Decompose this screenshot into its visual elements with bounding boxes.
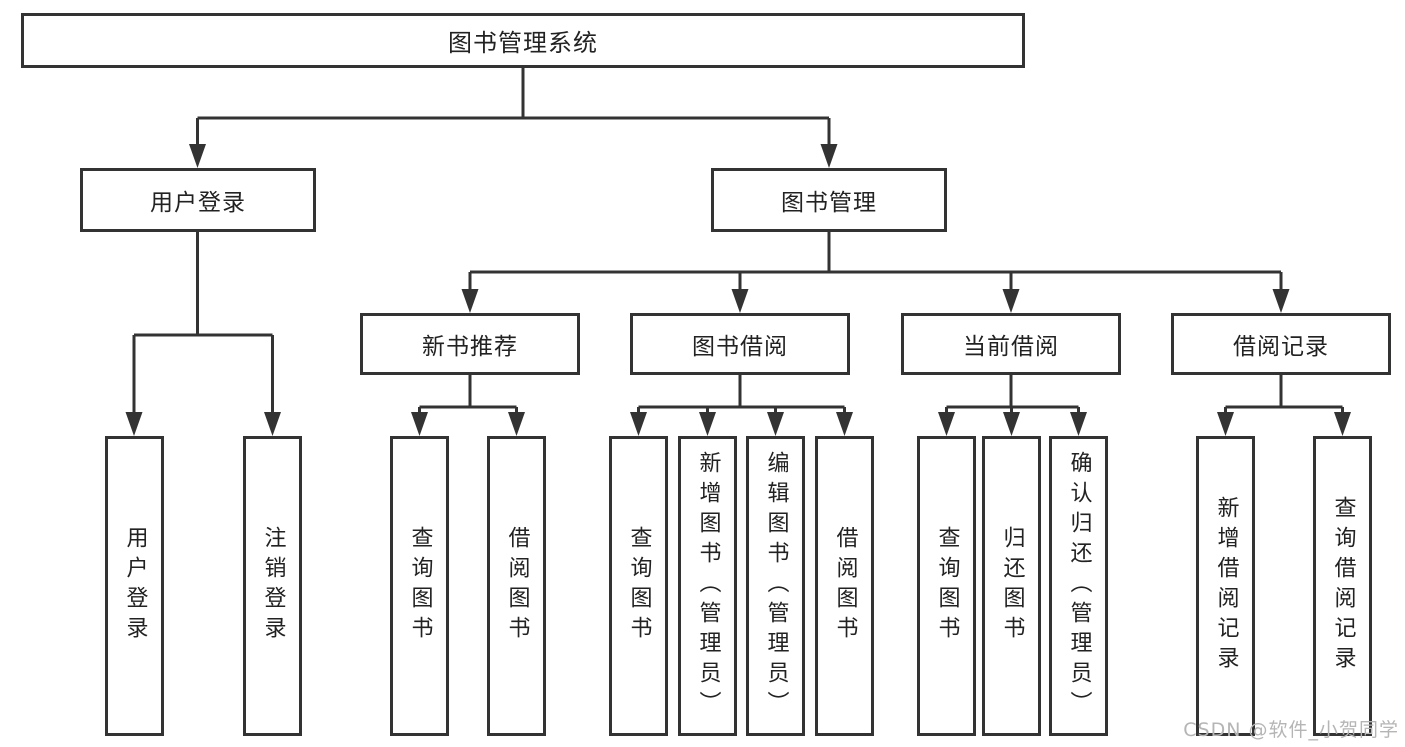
edges-from-book-borrow [637, 375, 846, 418]
edges-from-borrow-records [1224, 375, 1344, 418]
node-borrow-borrow: 借阅图书 [815, 436, 874, 736]
node-current-return: 归还图书 [982, 436, 1041, 736]
node-borrow-edit-admin: 编辑图书（管理员） [746, 436, 805, 736]
node-record-query: 查询借阅记录 [1313, 436, 1372, 736]
node-newbook-borrow: 借阅图书 [487, 436, 546, 736]
edges-from-book-mgmt [468, 232, 1283, 295]
node-borrow-query: 查询图书 [609, 436, 668, 736]
node-user-login-group: 用户登录 [80, 168, 316, 232]
node-book-borrow: 图书借阅 [630, 313, 850, 375]
node-current-borrow: 当前借阅 [901, 313, 1121, 375]
node-record-add: 新增借阅记录 [1196, 436, 1255, 736]
csdn-watermark: CSDN @软件_小贺同学 [1183, 719, 1399, 741]
node-system: 图书管理系统 [21, 13, 1025, 68]
edges-from-new-books [418, 375, 518, 418]
edges-from-user-login-group [132, 232, 274, 418]
node-newbook-query: 查询图书 [390, 436, 449, 736]
edges-from-current-borrow [945, 375, 1080, 418]
node-borrow-add-admin: 新增图书（管理员） [678, 436, 737, 736]
arrowheads [125, 144, 1351, 436]
node-login: 用户登录 [105, 436, 164, 736]
node-current-confirm-admin: 确认归还（管理员） [1049, 436, 1108, 736]
node-new-books: 新书推荐 [360, 313, 580, 375]
node-borrow-records: 借阅记录 [1171, 313, 1391, 375]
node-current-query: 查询图书 [917, 436, 976, 736]
node-book-mgmt: 图书管理 [711, 168, 947, 232]
edges-from-system [196, 68, 831, 148]
node-logout: 注销登录 [243, 436, 302, 736]
